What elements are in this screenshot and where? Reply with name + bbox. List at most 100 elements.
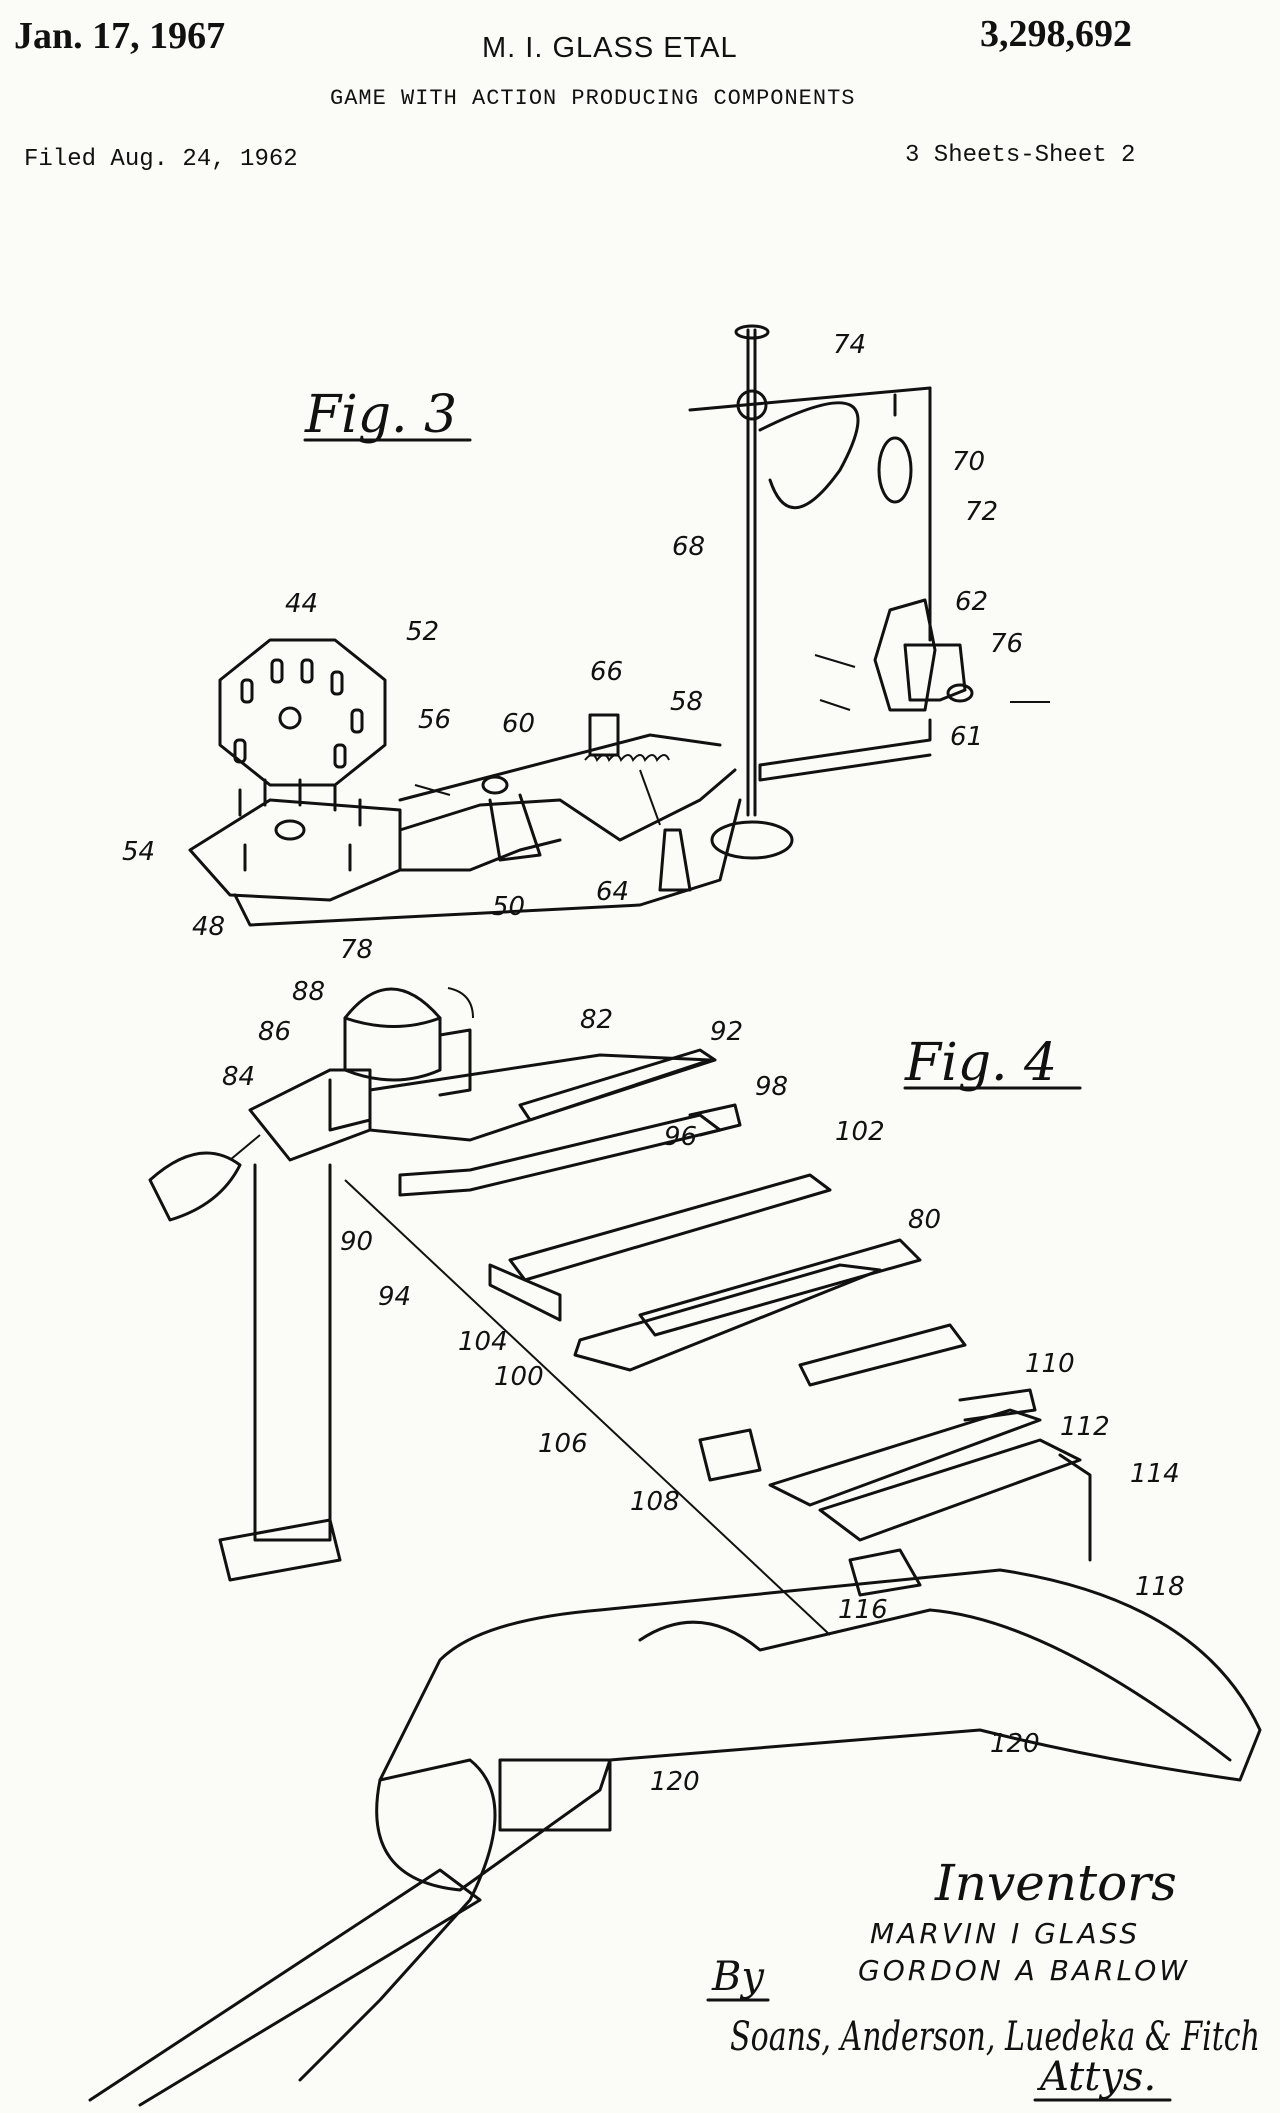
ref-120-left: 120 — [650, 1767, 700, 1797]
ref-106: 106 — [538, 1429, 588, 1459]
ref-110: 110 — [1025, 1349, 1075, 1379]
boot-76 — [903, 643, 967, 702]
step-104 — [488, 1263, 562, 1322]
ref-48: 48 — [192, 912, 225, 942]
ref-72: 72 — [965, 497, 998, 527]
ref-116: 116 — [838, 1595, 888, 1625]
arm-74 — [688, 386, 932, 412]
ref-100: 100 — [494, 1362, 544, 1392]
dome-88 — [343, 987, 442, 1020]
launch-arrow — [229, 1134, 261, 1161]
ref-108: 108 — [630, 1487, 680, 1517]
wheel-pegs — [233, 658, 364, 769]
ref-61: 61 — [950, 722, 983, 752]
base-61 — [758, 718, 932, 782]
step-108-rail — [798, 1323, 967, 1387]
trough-118 — [598, 1568, 1262, 1782]
step-112 — [818, 1438, 1082, 1542]
ref-44: 44 — [285, 589, 318, 619]
ball-60 — [481, 775, 509, 795]
ref-102: 102 — [835, 1117, 885, 1147]
step-110 — [768, 1408, 1042, 1507]
step-106 — [573, 1263, 882, 1372]
ref-74: 74 — [833, 330, 866, 360]
filed-date: Filed Aug. 24, 1962 — [24, 146, 298, 173]
signature-block: Inventors MARVIN I GLASS GORDON A BARLOW… — [706, 1854, 1260, 2102]
platform-pegs — [238, 778, 362, 872]
ref-114: 114 — [1130, 1459, 1180, 1489]
fig4-label: Fig. 4 — [904, 1033, 1057, 1093]
flag-66 — [588, 713, 620, 757]
support-left — [253, 1163, 332, 1542]
stair-stringer — [344, 1179, 831, 1636]
ref-60: 60 — [502, 709, 535, 739]
fig4-reference-numerals: 88 86 84 82 92 98 96 102 80 90 94 104 10… — [222, 977, 1185, 1797]
lamp-70 — [877, 436, 913, 504]
arm-curl — [758, 401, 860, 509]
ref-62: 62 — [955, 587, 988, 617]
ref-84: 84 — [222, 1062, 255, 1092]
chute-120 — [375, 1608, 612, 1892]
ball-hand — [148, 1151, 242, 1222]
step-110-stop — [958, 1388, 1037, 1422]
ref-98: 98 — [755, 1072, 788, 1102]
track-58 — [398, 733, 722, 802]
ball-arrow — [414, 784, 451, 796]
support-foot — [218, 1518, 342, 1582]
chute-120-lower — [298, 1758, 497, 2082]
ramp-lower-edge — [398, 838, 562, 872]
ref-104: 104 — [458, 1327, 508, 1357]
platform-84-post — [328, 1078, 372, 1132]
ref-86: 86 — [258, 1017, 291, 1047]
motion-arrows — [814, 654, 1050, 711]
attys-label: Attys. — [1036, 2054, 1156, 2100]
step-102 — [508, 1173, 832, 1282]
cup-86 — [343, 1016, 442, 1082]
ref-78: 78 — [340, 935, 373, 965]
kicker-62 — [873, 598, 937, 712]
ref-94: 94 — [378, 1282, 411, 1312]
wheel-hub — [278, 706, 302, 730]
ref-96: 96 — [664, 1122, 697, 1152]
inventor-header: M. I. GLASS ETAL — [482, 32, 738, 64]
ref-56: 56 — [418, 705, 451, 735]
ref-66: 66 — [590, 657, 623, 687]
ramp-50 — [398, 768, 737, 842]
inventor-name-2: GORDON A BARLOW — [858, 1954, 1190, 1987]
patent-title: GAME WITH ACTION PRODUCING COMPONENTS — [330, 86, 856, 111]
ref-70: 70 — [952, 447, 985, 477]
inventor-name-1: MARVIN I GLASS — [870, 1917, 1140, 1950]
ref-92: 92 — [710, 1017, 743, 1047]
ref-52: 52 — [406, 617, 439, 647]
inventors-heading: Inventors — [934, 1854, 1177, 1912]
step-116 — [848, 1548, 922, 1597]
ref-54: 54 — [122, 837, 155, 867]
spring-64 — [584, 754, 670, 826]
fig3-drawing: Fig. 3 — [188, 324, 1050, 927]
attorneys-signature: Soans, Anderson, Luedeka & Fitch — [730, 2014, 1260, 2060]
stand-base — [710, 820, 794, 860]
ref-88: 88 — [292, 977, 325, 1007]
ref-118: 118 — [1135, 1572, 1185, 1602]
by-label: By — [711, 1954, 765, 2000]
rail-92 — [518, 1048, 717, 1122]
ref-82: 82 — [580, 1005, 613, 1035]
ref-50: 50 — [492, 892, 525, 922]
fig3-reference-numerals: 44 52 56 60 66 58 54 48 78 50 64 68 74 7… — [122, 330, 1023, 965]
bracket-120 — [498, 1758, 612, 1832]
pivot-post-60 — [488, 793, 542, 862]
platform-84 — [248, 1068, 372, 1162]
ref-80: 80 — [908, 1205, 941, 1235]
patent-date: Jan. 17, 1967 — [14, 15, 226, 57]
ref-112: 112 — [1060, 1412, 1110, 1442]
step-106-rail — [638, 1238, 922, 1337]
ref-68: 68 — [672, 532, 705, 562]
patent-number: 3,298,692 — [980, 13, 1132, 55]
chute-120-exit — [88, 1868, 482, 2107]
arm-joint — [736, 389, 768, 421]
stop-98 — [688, 1103, 742, 1137]
ref-64: 64 — [596, 877, 629, 907]
rotation-arrow — [447, 987, 474, 1019]
step-108 — [698, 1428, 762, 1482]
